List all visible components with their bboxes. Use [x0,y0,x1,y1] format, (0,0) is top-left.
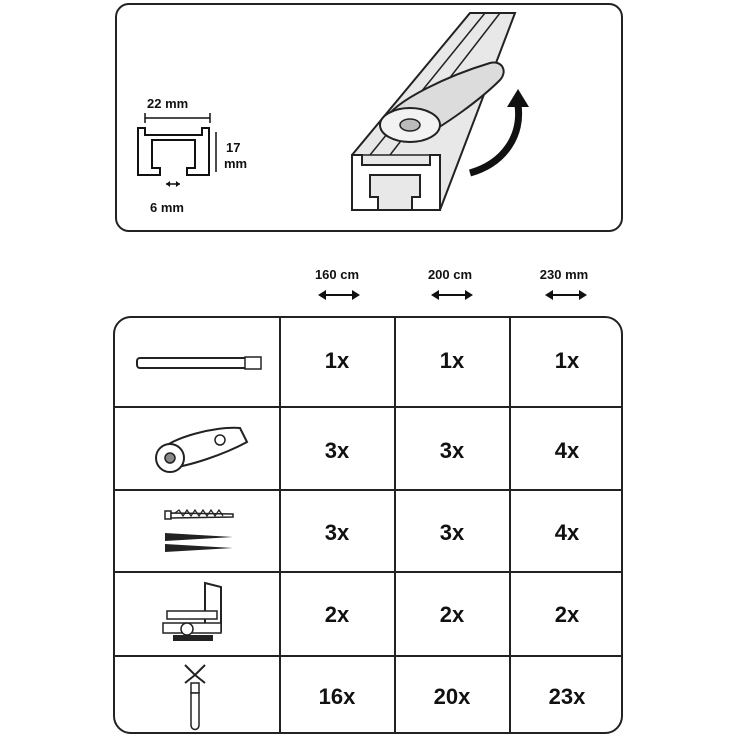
qty-cell: 2x [554,602,580,627]
qty-cell: 4x [554,520,580,545]
glider-hook-icon [184,664,206,731]
qty-cell: 1x [324,348,350,373]
bracket-clip-icon [155,426,249,473]
profile-slot-label: 6 mm [150,200,184,215]
qty-cell: 3x [439,520,465,545]
illustration-panel [115,3,623,232]
qty-cell: 4x [554,438,580,463]
qty-cell: 2x [324,602,350,627]
column-header-160: 160 cm [314,267,360,282]
qty-cell: 1x [439,348,465,373]
profile-height-unit: mm [224,156,248,171]
column-header-200: 200 cm [427,267,473,282]
rail-bar-icon [136,356,262,370]
double-arrow-icon [318,290,360,300]
qty-cell: 23x [548,684,586,709]
profile-height-value: 17 [226,140,241,155]
parts-table: 1x 1x 1x 3x 3x 4x 3x 3x 4x 2x 2x 2x 16x … [113,316,623,734]
profile-width-label: 22 mm [147,96,189,111]
screw-dowel-icon [164,508,234,552]
rail-mounting-icon [351,12,529,211]
qty-cell: 20x [433,684,471,709]
qty-cell: 3x [324,438,350,463]
qty-cell: 1x [554,348,580,373]
qty-cell: 3x [439,438,465,463]
qty-cell: 3x [324,520,350,545]
double-arrow-icon [431,290,473,300]
qty-cell: 2x [439,602,465,627]
column-header-230: 230 mm [539,267,589,282]
double-arrow-icon [545,290,587,300]
profile-cross-section-icon [137,113,217,187]
qty-cell: 16x [318,684,356,709]
end-stop-icon [162,581,222,641]
